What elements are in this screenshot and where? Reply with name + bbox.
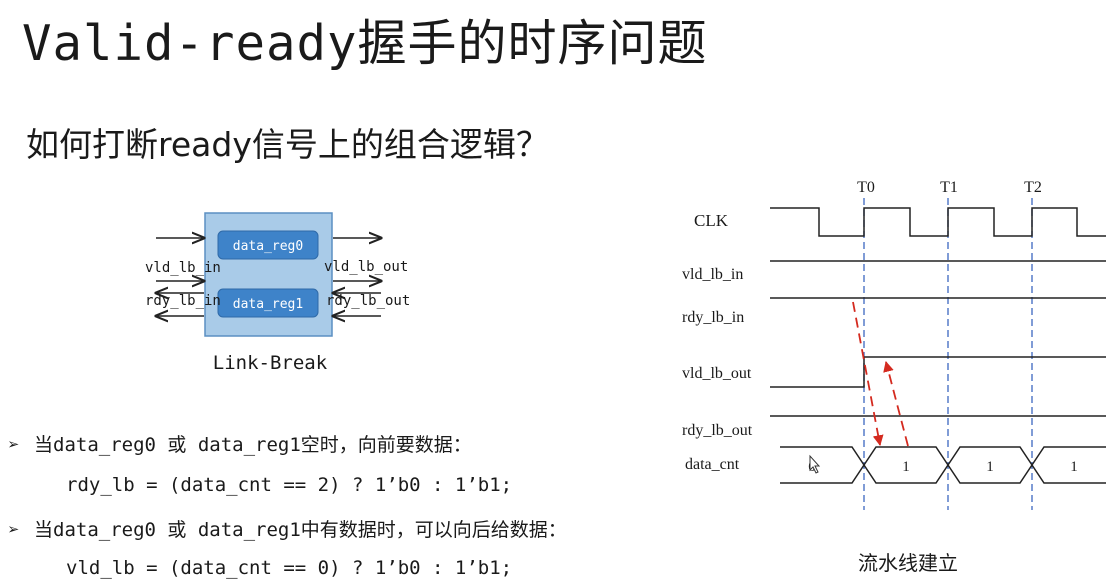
clk-waveform [770,207,1106,237]
code-line-1: rdy_lb = (data_cnt == 2) ? 1’b0 : 1’b1; [66,474,513,496]
time-label-t2: T2 [1024,179,1042,196]
rdy-lb-in-label: rdy_lb_in [145,293,221,309]
data-cnt-bus-bottom [780,446,1106,484]
dependency-arrow-up [883,360,909,447]
signal-label-vld-lb-in: vld_lb_in [682,266,743,283]
data-reg0-label: data_reg0 [233,239,303,254]
signal-label-rdy-lb-out: rdy_lb_out [682,422,753,439]
signal-label-rdy-lb-in: rdy_lb_in [682,309,744,326]
mouse-cursor-icon [809,454,821,474]
bullet-2-text: 当data_reg0 或 data_reg1中有数据时，可以向后给数据： [34,519,567,541]
signal-label-vld-lb-out: vld_lb_out [682,365,752,382]
bullet-1: ➢ 当data_reg0 或 data_reg1空时，向前要数据： [8,430,472,457]
bullet-1-text: 当data_reg0 或 data_reg1空时，向前要数据： [34,434,472,456]
data-cnt-value-1: 1 [902,459,910,475]
vld-lb-in-label: vld_lb_in [145,260,221,276]
bullet-arrow-icon: ➢ [8,434,20,456]
data-cnt-bus-top [780,446,1106,484]
data-cnt-value-2: 1 [986,459,994,475]
link-break-caption: Link-Break [213,352,328,374]
time-label-t0: T0 [857,179,875,196]
signal-label-clk: CLK [694,211,729,230]
page-title: Valid-ready握手的时序问题 [22,15,708,72]
signal-label-data-cnt: data_cnt [685,456,740,473]
bullet-2: ➢ 当data_reg0 或 data_reg1中有数据时，可以向后给数据： [8,515,567,542]
data-reg0-box [217,230,319,260]
vld-lb-out-label: vld_lb_out [324,259,408,275]
dependency-arrow-down [852,301,884,447]
data-reg1-label: data_reg1 [233,297,303,312]
rdy-lb-out-label: rdy_lb_out [326,293,410,309]
data-reg1-box [217,288,319,318]
timing-caption: 流水线建立 [858,551,958,575]
page-subtitle: 如何打断ready信号上的组合逻辑？ [26,125,549,164]
time-label-t1: T1 [940,179,958,196]
timing-diagram: T0 T1 T2 CLK vld_lb_in rdy_lb_in vld_lb_… [682,179,1106,510]
code-line-2: vld_lb = (data_cnt == 0) ? 1’b0 : 1’b1; [66,557,513,579]
bullet-arrow-icon: ➢ [8,519,20,541]
vld-lb-out-waveform [770,356,1106,388]
data-cnt-value-3: 1 [1070,459,1078,475]
